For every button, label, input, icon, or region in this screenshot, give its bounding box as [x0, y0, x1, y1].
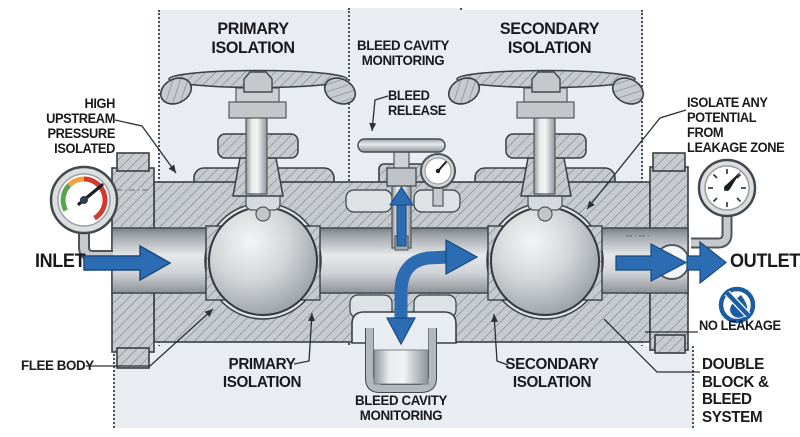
secondary-ball [490, 206, 600, 316]
label-flee-body: FLEE BODY [21, 357, 94, 373]
bleed-split-flow [394, 250, 449, 322]
label-inlet: INLET [35, 251, 86, 272]
label-secondary-isolation: SECONDARY ISOLATION [505, 356, 599, 391]
header-bleed-monitoring: BLEED CAVITY MONITORING [356, 37, 450, 69]
bleed-vent-arrow-up-icon [389, 186, 414, 247]
upstream-pressure-gauge-icon [49, 165, 119, 262]
downstream-pressure-gauge-icon [691, 158, 757, 249]
inlet-arrow-right-icon [83, 244, 172, 282]
label-isolate-any: ISOLATE ANY POTENTIAL FROM LEAKAGE ZONE [687, 95, 785, 155]
cavity-pressure-gauge-icon [420, 153, 456, 207]
header-secondary-isolation: SECONDARY ISOLATION [499, 19, 600, 57]
outlet-arrow-right-icon [686, 240, 727, 285]
label-outlet: OUTLET [730, 251, 800, 272]
header-primary-isolation: PRIMARY ISOLATION [211, 19, 295, 57]
label-bleed-release: BLEED RELEASE [388, 88, 446, 118]
bleed-valve [357, 138, 446, 251]
label-bleed-cavity: BLEED CAVITY MONITORING [354, 392, 448, 424]
secondary-stem-nut [531, 71, 561, 93]
primary-valve-stack [159, 69, 357, 197]
primary-ball [208, 206, 318, 316]
label-high-upstream: HIGH UPSTREAM PRESSURE ISOLATED [46, 96, 115, 156]
secondary-ball-assembly [486, 189, 604, 320]
primary-stem-nut [243, 71, 273, 93]
leader-lines [86, 95, 700, 373]
primary-ball-assembly [204, 189, 322, 320]
flow-arrows [83, 238, 727, 346]
secondary-valve-stack [447, 69, 645, 197]
bleed-collection-cup [365, 328, 437, 393]
bleed-valve-handle [357, 138, 446, 153]
label-no-leakage: NO LEAKAGE [699, 318, 781, 333]
label-primary-isolation: PRIMARY ISOLATION [222, 356, 302, 391]
label-double-block-bleed: DOUBLE BLOCK & BLEED SYSTEM [702, 356, 769, 426]
no-leakage-icon [718, 286, 756, 324]
